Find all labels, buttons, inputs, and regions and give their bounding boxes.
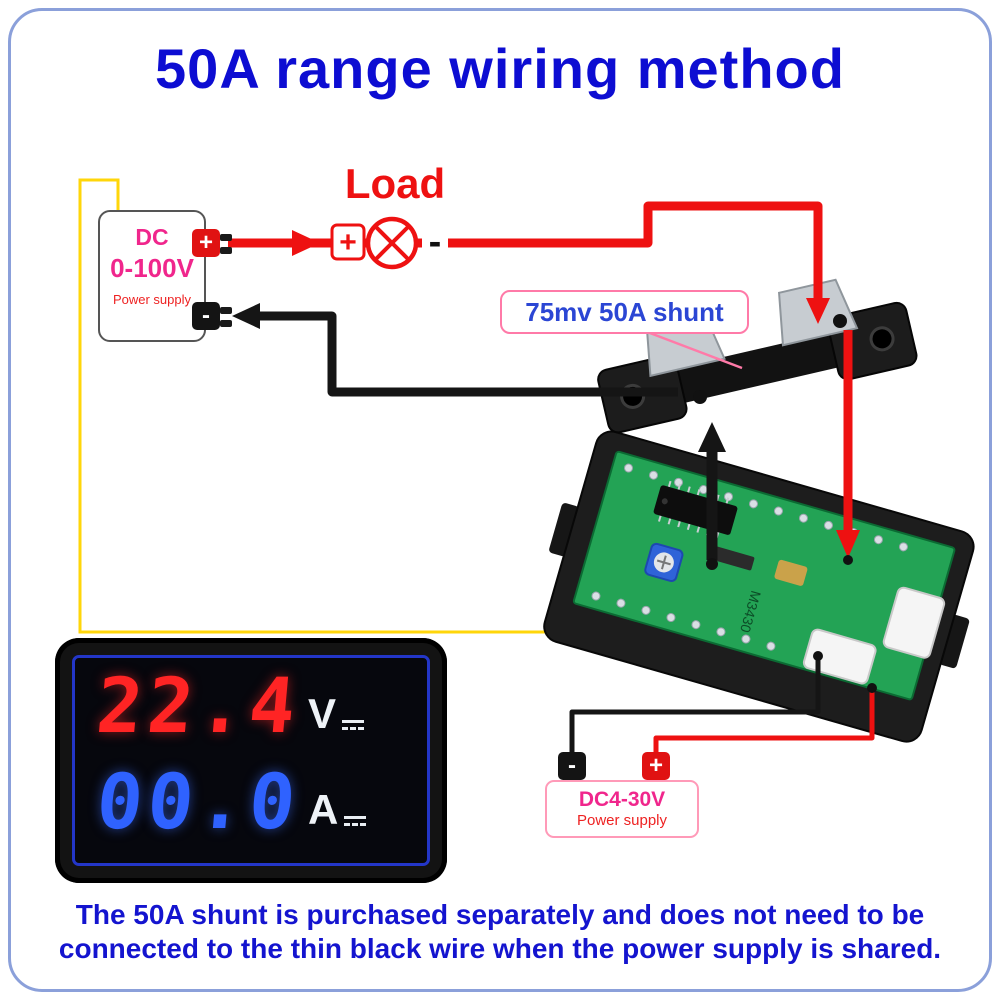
trimmer-potentiometer (644, 542, 684, 583)
panel-meter: 22.4 V 00.0 A (55, 638, 447, 883)
page-title: 50A range wiring method (155, 37, 845, 100)
white-connector-right (882, 586, 946, 659)
voltage-readout: 22.4 (93, 661, 304, 750)
aux-supply-type: Power supply (576, 812, 668, 829)
solder-dot-shunt-right (833, 314, 847, 328)
shunt-label-pointer (641, 328, 743, 370)
lamp-x-line-2 (374, 225, 410, 261)
load-minus-patch (422, 229, 448, 257)
aux-supply-name: DC4-30V (578, 788, 666, 811)
dc-symbol-icon (344, 816, 367, 826)
black-arrow-left-icon (232, 303, 260, 329)
capacitor (774, 559, 808, 586)
yellow-sense-wire (78, 178, 812, 634)
aux-supply-minus-terminal: - (558, 752, 586, 780)
main-supply-minus-terminal: - (192, 302, 220, 330)
caption-line-1: The 50A shunt is purchased separately an… (75, 899, 925, 930)
red-arrow-right-icon (292, 230, 320, 256)
load-label: Load (344, 160, 446, 207)
load-symbol: + - (330, 216, 448, 270)
terminal-lug (220, 247, 232, 254)
shunt-label-box: 75mv 50A shunt (500, 290, 749, 334)
voltmeter-pcb-module: M3430 (543, 430, 975, 743)
aux-red-wire (653, 690, 875, 752)
solder-dot-shunt-left (693, 390, 707, 404)
aux-power-supply-box: DC4-30V Power supply (545, 780, 699, 838)
terminal-lug (220, 307, 232, 314)
red-arrow-down-pcb-icon (836, 530, 860, 558)
solder-dot-pcb-black (706, 558, 718, 570)
caption-text: The 50A shunt is purchased separately an… (0, 898, 1000, 966)
voltage-unit: V (308, 690, 337, 737)
solder-dot-aux-red (867, 683, 877, 693)
white-connector-bottom (802, 628, 877, 685)
terminal-lug (220, 234, 232, 241)
black-arrow-up-icon (698, 422, 726, 452)
minus-sign: - (202, 302, 210, 329)
minus-sign: - (568, 752, 576, 779)
load-plus-box (330, 223, 366, 261)
current-readout: 00.0 (93, 757, 304, 846)
current-unit: A (308, 786, 339, 833)
load-plus-sign: + (339, 226, 357, 259)
terminal-lug (220, 320, 232, 327)
plus-sign: + (648, 752, 663, 779)
meter-face: 22.4 V 00.0 A (72, 655, 430, 866)
plus-sign: + (198, 229, 213, 256)
main-supply-range: 0-100V (110, 253, 194, 283)
load-minus-sign: - (429, 221, 442, 263)
voltage-row: 22.4 V (93, 660, 365, 752)
shunt-base-bar (623, 320, 892, 415)
red-wire-supply-load-shunt (228, 201, 823, 302)
main-power-supply-box: DC 0-100V Power supply (98, 210, 206, 342)
solder-dot-pcb-sense (843, 555, 853, 565)
shunt-label-text: 75mv 50A shunt (525, 296, 724, 327)
pcb-case-clip-left (549, 503, 579, 557)
main-supply-type: Power supply (112, 292, 192, 307)
aux-black-wire (569, 658, 821, 752)
dc-symbol-icon (342, 720, 365, 730)
shunt-mounting-hole-right (869, 326, 895, 352)
current-row: 00.0 A (93, 756, 367, 848)
solder-dot-aux-black (813, 651, 823, 661)
caption-line-2: connected to the thin black wire when th… (58, 933, 942, 964)
main-supply-plus-terminal: + (192, 229, 220, 257)
pcb-case-clip-right (939, 615, 970, 669)
black-wire-shunt-to-supply (258, 311, 678, 397)
red-arrow-down-shunt-icon (806, 298, 830, 324)
resistor-array (707, 545, 755, 571)
main-supply-name: DC (135, 224, 169, 250)
solder-pads-bottom-row (591, 591, 776, 651)
aux-supply-plus-terminal: + (642, 752, 670, 780)
